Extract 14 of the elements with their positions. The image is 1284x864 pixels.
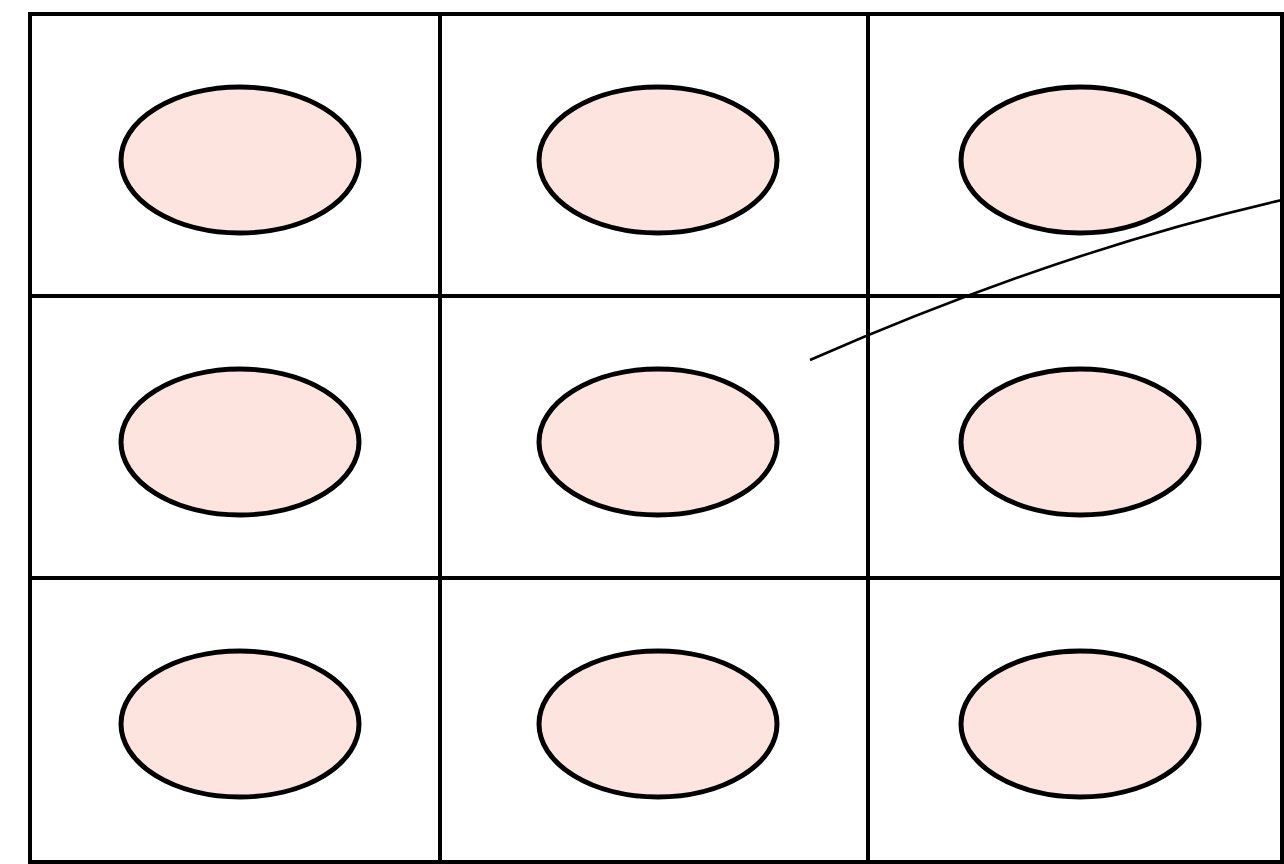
nucleus [536, 648, 780, 800]
nucleus [957, 365, 1201, 517]
cell [28, 576, 442, 864]
nucleus [536, 83, 780, 235]
leader-line [809, 198, 1283, 362]
cell [28, 12, 442, 298]
nucleus [957, 83, 1201, 235]
cell [866, 12, 1284, 298]
nucleus [117, 365, 361, 517]
nucleus [117, 83, 361, 235]
nucleus [536, 365, 780, 517]
nucleus [117, 648, 361, 800]
nucleus [957, 648, 1201, 800]
cell [866, 576, 1284, 864]
